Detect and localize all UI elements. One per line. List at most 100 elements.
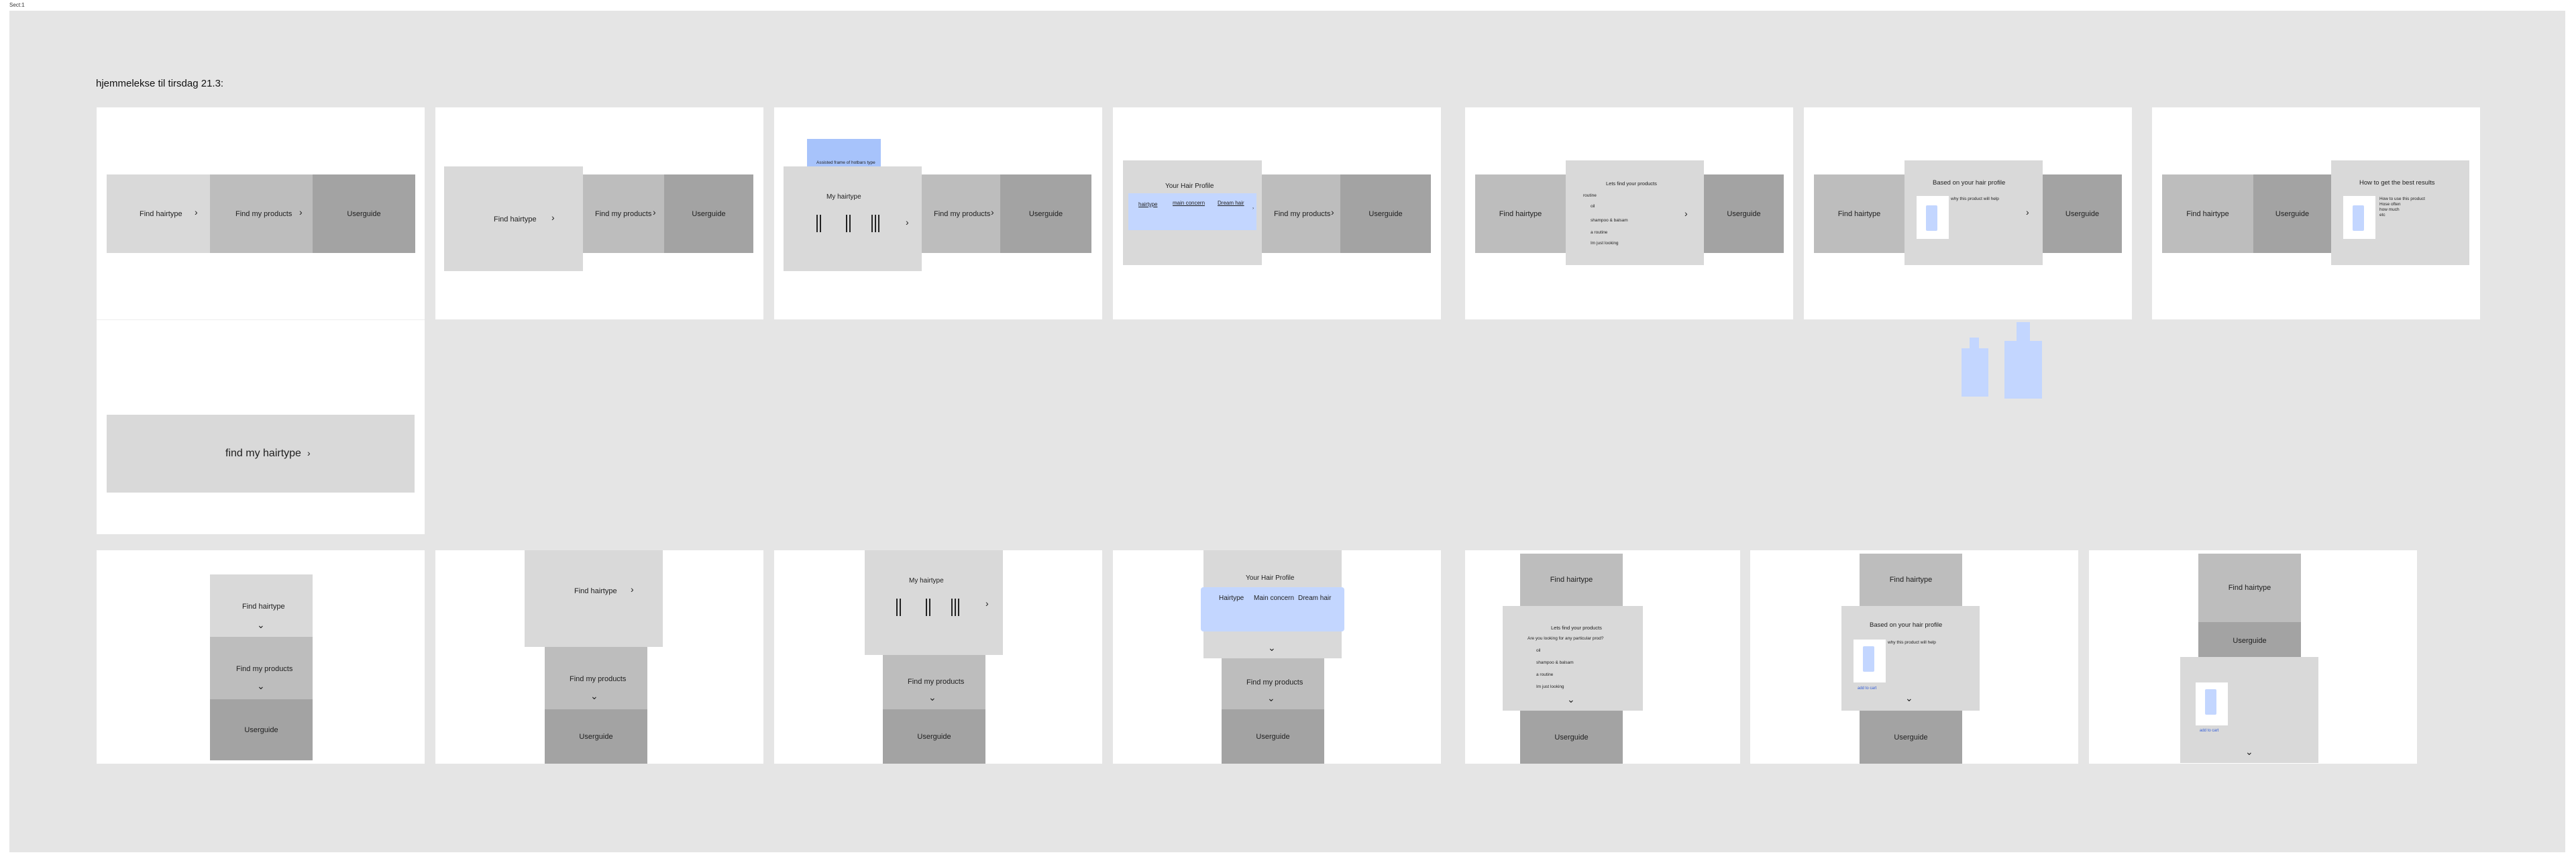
tab-dream-hair[interactable]: Dream hair xyxy=(1218,200,1244,206)
find-my-hairtype-banner[interactable]: find my hairtype › xyxy=(107,415,415,493)
chevron-right-icon: › xyxy=(631,584,634,595)
userguide-card[interactable]: Userguide xyxy=(2043,174,2122,253)
product-recommendation-panel[interactable]: Based on your hair profile add to cart w… xyxy=(1841,606,1980,711)
hair-wavy-option[interactable] xyxy=(846,215,847,232)
find-hairtype-card[interactable]: Find hairtype xyxy=(1860,554,1962,606)
userguide-card[interactable]: Userguide xyxy=(1000,174,1091,253)
find-products-card[interactable]: Find my products › xyxy=(583,174,664,253)
hair-curly-option[interactable] xyxy=(871,215,873,232)
card-label: Find hairtype xyxy=(1837,209,1881,218)
userguide-card[interactable]: Userguide xyxy=(1704,174,1784,253)
add-to-cart-link[interactable]: add to cart xyxy=(2200,729,2219,733)
find-products-card[interactable]: Find my products ⌄ xyxy=(883,655,985,709)
tab-main-concern[interactable]: main concern xyxy=(1173,200,1205,206)
hair-curly-option[interactable] xyxy=(955,599,956,616)
find-hairtype-card[interactable]: Find hairtype › xyxy=(107,174,210,253)
find-products-panel[interactable]: Lets find your products routine oil sham… xyxy=(1566,160,1704,265)
product-image[interactable] xyxy=(2343,196,2375,239)
userguide-card[interactable]: Userguide xyxy=(545,709,647,764)
option-routine[interactable]: routine xyxy=(1583,193,1597,198)
find-products-card[interactable]: Find my products › xyxy=(922,174,1000,253)
userguide-card[interactable]: Userguide xyxy=(1340,174,1431,253)
product-image[interactable] xyxy=(1917,196,1949,239)
usage-line: Hose often xyxy=(2379,202,2401,207)
option-browsing[interactable]: Im just looking xyxy=(1536,684,1564,689)
userguide-card[interactable]: Userguide xyxy=(1520,711,1623,764)
card-label: Find my products xyxy=(1274,210,1331,218)
find-hairtype-card[interactable]: Find hairtype xyxy=(1520,554,1623,606)
chevron-right-icon: › xyxy=(985,598,989,609)
userguide-card[interactable]: Userguide xyxy=(664,174,753,253)
find-products-panel[interactable]: Lets find your products Are you looking … xyxy=(1503,606,1643,711)
option-shampoo[interactable]: shampoo & balsam xyxy=(1536,660,1574,665)
find-products-card[interactable]: Find my products ⌄ xyxy=(1222,658,1324,709)
find-hairtype-card[interactable]: Find hairtype xyxy=(1814,174,1904,253)
hair-wavy-option[interactable] xyxy=(929,599,930,616)
my-hairtype-panel[interactable]: My hairtype › xyxy=(865,550,1003,655)
hair-curly-option[interactable] xyxy=(875,215,876,232)
tab-dream-hair[interactable]: Dream hair xyxy=(1298,595,1332,602)
find-products-card[interactable]: Find my products › xyxy=(1262,174,1340,253)
bottle-body xyxy=(2004,341,2042,399)
card-label: Find hairtype xyxy=(140,210,182,218)
chevron-right-icon: › xyxy=(2026,207,2029,217)
userguide-card[interactable]: Userguide xyxy=(1222,709,1324,764)
chevron-right-icon: › xyxy=(1684,208,1688,219)
userguide-card[interactable]: Userguide xyxy=(313,174,415,253)
userguide-card[interactable]: Userguide xyxy=(1860,711,1962,764)
product-image[interactable] xyxy=(2196,682,2228,725)
find-hairtype-card[interactable]: Find hairtype xyxy=(2198,554,2301,622)
find-hairtype-card[interactable]: Find hairtype ⌄ xyxy=(210,574,313,637)
section-title: hjemmelekse til tirsdag 21.3: xyxy=(96,78,224,89)
hair-wavy-option[interactable] xyxy=(926,599,927,616)
add-to-cart-link[interactable]: add to cart xyxy=(1858,687,1877,691)
hair-straight-option[interactable] xyxy=(816,215,818,232)
panel-title: My hairtype xyxy=(909,577,944,585)
chevron-right-icon: › xyxy=(653,207,656,217)
hair-straight-option[interactable] xyxy=(900,599,901,616)
option-oil[interactable]: oil xyxy=(1536,648,1541,653)
find-products-card[interactable]: Find my products ⌄ xyxy=(545,647,647,709)
userguide-card[interactable]: Userguide xyxy=(210,699,313,760)
userguide-card[interactable]: Userguide xyxy=(2198,622,2301,660)
option-oil[interactable]: oil xyxy=(1591,204,1595,209)
userguide-card[interactable]: Userguide xyxy=(883,709,985,764)
product-image[interactable] xyxy=(1854,640,1886,682)
find-products-card[interactable]: Find my products ⌄ xyxy=(210,637,313,699)
option-shampoo[interactable]: shampoo & balsam xyxy=(1591,218,1628,223)
tab-hairtype[interactable]: hairtype xyxy=(1138,201,1158,207)
option-browsing[interactable]: Im just looking xyxy=(1591,241,1619,246)
card-label: Find hairtype xyxy=(574,587,617,595)
find-hairtype-card-expanded[interactable]: Find hairtype › xyxy=(444,166,583,271)
hair-wavy-option[interactable] xyxy=(849,215,851,232)
question-text: Are you looking for any particular prod? xyxy=(1527,636,1604,641)
find-hairtype-card[interactable]: Find hairtype xyxy=(1475,174,1566,253)
panel-title: Your Hair Profile xyxy=(1165,183,1214,190)
best-results-panel[interactable]: add to cart ⌄ xyxy=(2180,657,2318,763)
hair-curly-option[interactable] xyxy=(958,599,959,616)
frame-divider xyxy=(97,319,425,320)
bottle-body xyxy=(1962,348,1988,397)
option-routine[interactable]: a routine xyxy=(1591,230,1608,235)
best-results-panel[interactable]: How to get the best results How to use t… xyxy=(2331,160,2469,265)
find-products-card[interactable]: Find my products › xyxy=(210,174,313,253)
hair-straight-option[interactable] xyxy=(820,215,821,232)
hair-straight-option[interactable] xyxy=(896,599,898,616)
tab-hairtype[interactable]: Hairtype xyxy=(1219,595,1244,602)
chevron-right-icon: › xyxy=(1252,206,1254,211)
chevron-right-icon: › xyxy=(991,207,994,217)
card-label: Find my products xyxy=(235,210,292,218)
product-recommendation-panel[interactable]: Based on your hair profile why this prod… xyxy=(1904,160,2043,265)
tab-main-concern[interactable]: Main concern xyxy=(1254,595,1295,602)
card-label: Userguide xyxy=(2065,209,2100,218)
card-label: Find my products xyxy=(1246,678,1303,687)
profile-tabs-highlight: hairtype main concern Dream hair › xyxy=(1128,193,1256,230)
find-hairtype-card-expanded[interactable]: Find hairtype › xyxy=(525,550,663,647)
my-hairtype-panel[interactable]: My hairtype › xyxy=(784,166,922,271)
bottle-icon xyxy=(1926,205,1937,231)
userguide-card[interactable]: Userguide xyxy=(2253,174,2331,253)
hair-curly-option[interactable] xyxy=(951,599,953,616)
find-hairtype-card[interactable]: Find hairtype xyxy=(2162,174,2253,253)
option-routine[interactable]: a routine xyxy=(1536,672,1554,677)
hair-curly-option[interactable] xyxy=(878,215,879,232)
